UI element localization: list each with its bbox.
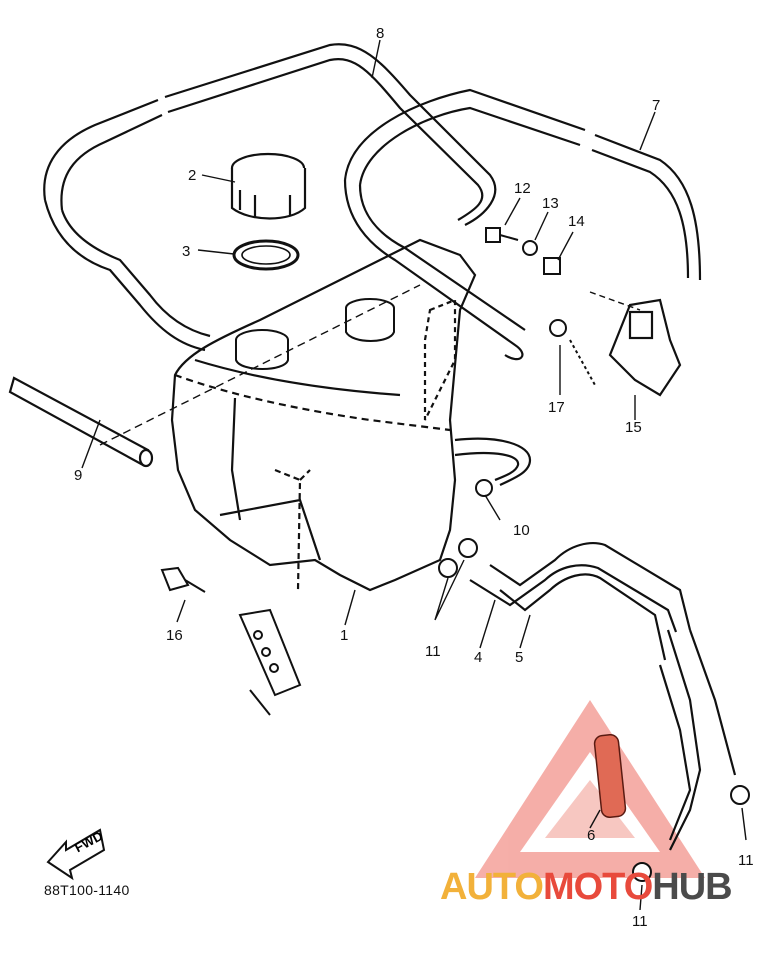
part-label-1: 1 [340, 627, 348, 644]
part-label-7: 7 [652, 97, 660, 114]
watermark-part-1: AUTO [440, 866, 544, 908]
clamp-10 [475, 479, 493, 497]
part-label-8: 8 [376, 25, 384, 42]
part-label-11a: 11 [425, 643, 441, 660]
hose-4-5 [469, 542, 737, 851]
part-label-11c: 11 [632, 913, 648, 930]
leader-lines [81, 39, 747, 911]
clamp-11 [438, 538, 750, 882]
watermark-part-2: MOTO [542, 866, 653, 908]
watermark-part-3: HUB [652, 866, 732, 908]
forward-arrow-icon [46, 828, 106, 881]
part-label-3: 3 [182, 243, 190, 260]
fuel-tank [170, 238, 477, 592]
hose-9 [8, 376, 154, 468]
part-label-9: 9 [74, 467, 82, 484]
part-label-11b: 11 [738, 852, 754, 869]
part-label-4: 4 [474, 649, 482, 666]
hose-8 [43, 43, 497, 352]
watermark-triangle [475, 700, 705, 878]
hose-6 [593, 734, 627, 818]
part-label-6: 6 [587, 827, 595, 844]
mount-bracket [238, 608, 302, 716]
part-label-13: 13 [542, 195, 559, 212]
gasket-3 [232, 239, 300, 271]
part-label-5: 5 [515, 649, 523, 666]
washer-13 [522, 240, 538, 256]
grommet-14 [543, 257, 561, 275]
bracket-15 [608, 298, 682, 397]
watermark-text: AUTOMOTOHUB [440, 866, 733, 909]
bolt-12 [485, 227, 519, 243]
part-label-12: 12 [514, 180, 531, 197]
part-label-15: 15 [625, 419, 642, 436]
part-label-2: 2 [188, 167, 196, 184]
part-label-17: 17 [548, 399, 565, 416]
tank-vent-tube [454, 437, 532, 486]
part-label-14: 14 [568, 213, 585, 230]
part-label-16: 16 [166, 627, 183, 644]
part-label-10: 10 [513, 522, 530, 539]
diagram-code: 88T100-1140 [44, 882, 130, 898]
tank-cap-2 [230, 152, 307, 220]
bolt-16 [160, 566, 206, 593]
screw-17 [549, 319, 596, 386]
